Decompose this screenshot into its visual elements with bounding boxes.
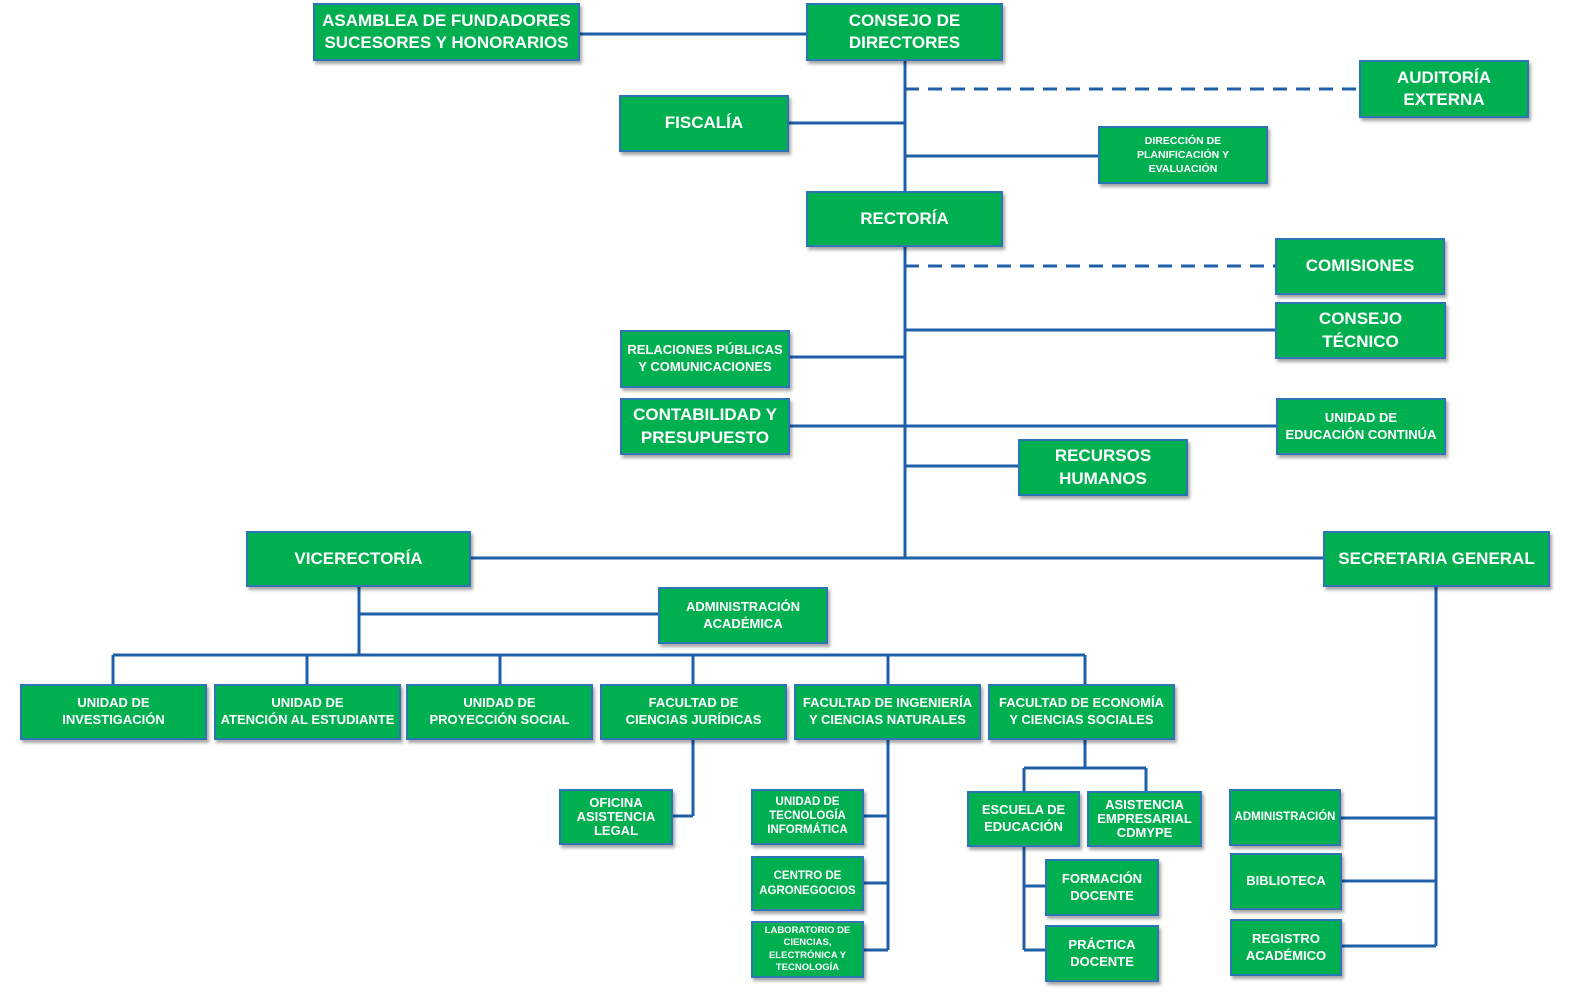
node-biblioteca: BIBLIOTECA [1230, 853, 1342, 910]
node-centro-agronegocios: CENTRO DE AGRONEGOCIOS [751, 856, 864, 911]
node-direccion-planificacion: DIRECCIÓN DE PLANIFICACIÓN Y EVALUACIÓN [1098, 126, 1268, 184]
node-laboratorio: LABORATORIO DE CIENCIAS, ELECTRÓNICA Y T… [751, 921, 864, 978]
node-consejo-tecnico: CONSEJO TÉCNICO [1275, 302, 1446, 359]
node-recursos-humanos: RECURSOS HUMANOS [1018, 439, 1188, 496]
node-unidad-tecnologia: UNIDAD DE TECNOLOGÍA INFORMÁTICA [751, 789, 864, 845]
node-vicerectoria: VICERECTORÍA [246, 531, 471, 587]
node-facultad-economia: FACULTAD DE ECONOMÍA Y CIENCIAS SOCIALES [988, 684, 1175, 740]
node-unidad-proyeccion: UNIDAD DE PROYECCIÓN SOCIAL [406, 684, 593, 740]
node-rectoria: RECTORÍA [806, 191, 1003, 247]
node-consejo-directores: CONSEJO DE DIRECTORES [806, 3, 1003, 61]
node-unidad-investigacion: UNIDAD DE INVESTIGACIÓN [20, 684, 207, 740]
node-educacion-continua: UNIDAD DE EDUCACIÓN CONTINÚA [1276, 398, 1446, 455]
node-formacion-docente: FORMACIÓN DOCENTE [1045, 859, 1159, 916]
node-secretaria-general: SECRETARIA GENERAL [1323, 531, 1550, 587]
node-asamblea: ASAMBLEA DE FUNDADORES SUCESORES Y HONOR… [313, 3, 580, 61]
node-registro-academico: REGISTRO ACADÉMICO [1230, 919, 1342, 976]
node-comisiones: COMISIONES [1275, 238, 1445, 295]
node-facultad-ingenieria: FACULTAD DE INGENIERÍA Y CIENCIAS NATURA… [794, 684, 981, 740]
node-administracion-academica: ADMINISTRACIÓN ACADÉMICA [658, 587, 828, 644]
node-oficina-asistencia-legal: OFICINA ASISTENCIA LEGAL [559, 789, 673, 845]
dashed-connectors [905, 87, 1359, 268]
node-auditoria-externa: AUDITORÍA EXTERNA [1359, 60, 1529, 118]
node-relaciones-publicas: RELACIONES PÚBLICAS Y COMUNICACIONES [620, 330, 790, 388]
node-fiscalia: FISCALÍA [619, 95, 789, 152]
node-facultad-juridicas: FACULTAD DE CIENCIAS JURÍDICAS [600, 684, 787, 740]
node-contabilidad: CONTABILIDAD Y PRESUPUESTO [620, 398, 790, 455]
node-administracion: ADMINISTRACIÓN [1229, 789, 1341, 846]
node-asistencia-empresarial: ASISTENCIA EMPRESARIAL CDMYPE [1087, 791, 1202, 847]
solid-connectors [111, 32, 1438, 952]
node-unidad-atencion: UNIDAD DE ATENCIÓN AL ESTUDIANTE [214, 684, 401, 740]
node-escuela-educacion: ESCUELA DE EDUCACIÓN [967, 791, 1080, 847]
node-practica-docente: PRÁCTICA DOCENTE [1045, 925, 1159, 982]
